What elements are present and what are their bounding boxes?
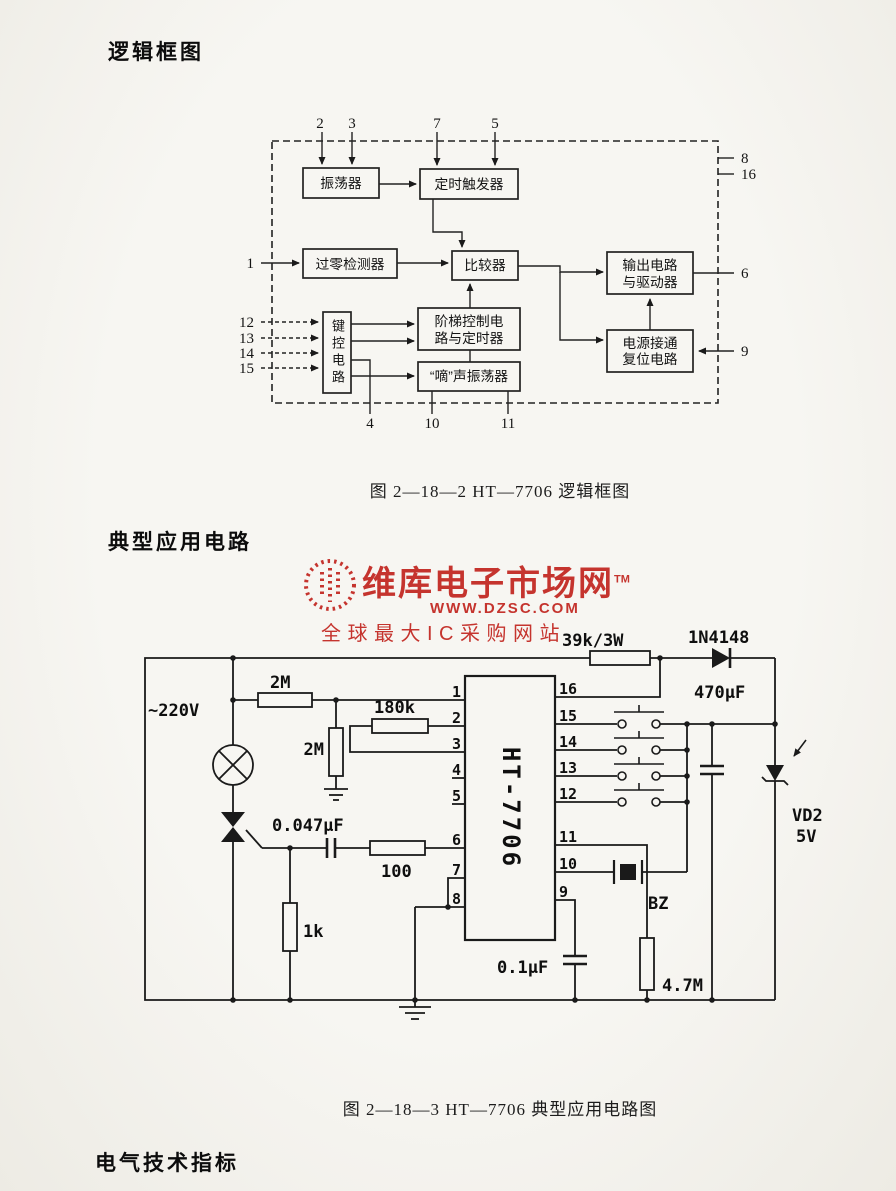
section-heading-logic: 逻辑框图: [108, 41, 204, 64]
ic-name: HT-7706: [497, 747, 525, 869]
watermark-url: WWW.DZSC.COM: [430, 600, 580, 617]
watermark-tm: TM: [614, 573, 630, 586]
ic-pin-left: 2: [452, 709, 461, 727]
pin-label-left: 12: [239, 315, 254, 331]
ic-pin-right: 14: [559, 733, 577, 751]
label-vd2: VD2: [792, 806, 823, 826]
label-vd2-volt: 5V: [796, 827, 816, 847]
ic-pin-right: 11: [559, 828, 577, 846]
label-oscillator: 振荡器: [320, 176, 362, 191]
block-oscillator: [302, 167, 380, 199]
pin-label-top: 5: [491, 116, 499, 132]
ic-pin-left: 8: [452, 890, 461, 908]
ic-pin-right: 12: [559, 785, 577, 803]
buzzer-icon: [620, 864, 636, 880]
block-beep-oscillator: [417, 361, 521, 392]
label-comparator: 比较器: [464, 258, 506, 273]
logic-block-labels: 振荡器 定时触发器 过零检测器 比较器 输出电路 与驱动器 阶梯控制电 路与定时…: [316, 176, 678, 384]
label-mains: ~220V: [148, 701, 199, 721]
ic-pin-left: 7: [452, 861, 461, 879]
ic-ht7706-body: [463, 674, 557, 942]
label-output-driver-1: 输出电路: [622, 258, 677, 273]
label-c01: 0.1μF: [497, 958, 548, 978]
figure1-caption: 图 2—18—2 HT—7706 逻辑框图: [369, 482, 631, 501]
label-c470: 470μF: [694, 683, 745, 703]
buzzer-terminals: [612, 860, 644, 884]
logic-pin-labels: 2 3 7 5 8 16 6 9 1 12 13 14 15 4 10 11: [239, 116, 757, 432]
label-r2m-top: 2M: [270, 673, 290, 693]
block-key-control: [322, 311, 352, 394]
pin-label-top: 2: [316, 116, 324, 132]
label-key-control: 键控电路: [330, 319, 345, 387]
pin-label-right: 8: [741, 151, 749, 167]
label-beep-oscillator: “嘀”声振荡器: [430, 368, 508, 384]
pin-label-top: 3: [348, 116, 356, 132]
logic-block-diagram: 振荡器 定时触发器 过零检测器 比较器 输出电路 与驱动器 阶梯控制电 路与定时…: [239, 116, 757, 432]
triac-icon: [221, 827, 245, 842]
triac-icon: [221, 812, 245, 827]
label-output-driver-2: 与驱动器: [622, 275, 677, 290]
pin-label-top: 7: [433, 116, 441, 132]
logic-block-boxes: [302, 167, 694, 394]
semiconductor-symbols: [221, 648, 784, 880]
section-heading-application: 典型应用电路: [108, 531, 252, 554]
ic-pin-left: 3: [452, 735, 461, 753]
application-circuit: HT-7706 ~220V 2M 2M 180k 0.047μF 100 1k …: [144, 628, 823, 1020]
label-r47m: 4.7M: [662, 976, 703, 996]
ic-pin-right: 10: [559, 855, 577, 873]
label-timing-trigger: 定时触发器: [435, 177, 504, 192]
ic-pin-left: 4: [452, 761, 461, 779]
label-power-reset-1: 电源接通: [622, 335, 677, 351]
pin-label-left: 14: [239, 346, 255, 362]
section-heading-specs: 电气技术指标: [95, 1152, 239, 1175]
diode-1n4148-icon: [712, 648, 730, 668]
circuit-labels: ~220V 2M 2M 180k 0.047μF 100 1k 39k/3W 1…: [148, 628, 823, 996]
label-power-reset-2: 复位电路: [622, 351, 677, 367]
pin-label-left: 1: [247, 256, 255, 272]
label-c047: 0.047μF: [272, 816, 344, 836]
pin-label-right: 16: [741, 167, 757, 183]
figure2-caption: 图 2—18—3 HT—7706 典型应用电路图: [342, 1100, 658, 1119]
watermark-brand: 维库电子市场网TM: [362, 556, 630, 605]
logic-diagram-wires: [261, 132, 734, 414]
pin-label-bottom: 10: [425, 416, 440, 432]
ic-pin-left: 1: [452, 683, 461, 701]
watermark-slogan: 全球最大IC采购网站: [321, 623, 566, 645]
label-zero-cross: 过零检测器: [316, 257, 385, 272]
label-step-control-1: 阶梯控制电: [435, 314, 504, 329]
label-r100: 100: [381, 862, 412, 882]
zener-pointer-arrow: [793, 739, 807, 757]
ic-pin-right: 15: [559, 707, 577, 725]
watermark-brand-text: 维库电子市场网: [362, 565, 614, 603]
ic-pin-right: 13: [559, 759, 577, 777]
junction-dots: [230, 655, 778, 1003]
label-r1k: 1k: [303, 922, 323, 942]
circuit-wires: [144, 650, 789, 1020]
label-r39k: 39k/3W: [562, 631, 624, 651]
label-bz: BZ: [648, 894, 668, 914]
pin-label-right: 6: [741, 266, 749, 282]
pin-label-left: 15: [239, 361, 254, 377]
label-step-control-2: 路与定时器: [435, 331, 504, 346]
ic-pin-right: 9: [559, 883, 568, 901]
block-step-control: [417, 307, 521, 351]
ic-pin-numbers: 1 2 3 4 5 6 7 8 16 15 14 13 12 11 10 9: [452, 680, 577, 908]
block-timing-trigger: [419, 168, 519, 200]
dzsc-logo-icon: [304, 559, 356, 611]
zener-vd2-icon: [766, 765, 784, 781]
pin-label-right: 9: [741, 344, 749, 360]
pin-label-bottom: 4: [366, 416, 374, 432]
pin-label-bottom: 11: [501, 416, 515, 432]
label-r2m-vert: 2M: [304, 740, 324, 760]
push-buttons: [614, 705, 664, 807]
label-d1n4148: 1N4148: [688, 628, 749, 648]
ic-pin-right: 16: [559, 680, 577, 698]
label-r180k: 180k: [374, 698, 415, 718]
ic-pin-left: 6: [452, 831, 461, 849]
pin-label-left: 13: [239, 331, 254, 347]
ic-pin-left: 5: [452, 787, 461, 805]
